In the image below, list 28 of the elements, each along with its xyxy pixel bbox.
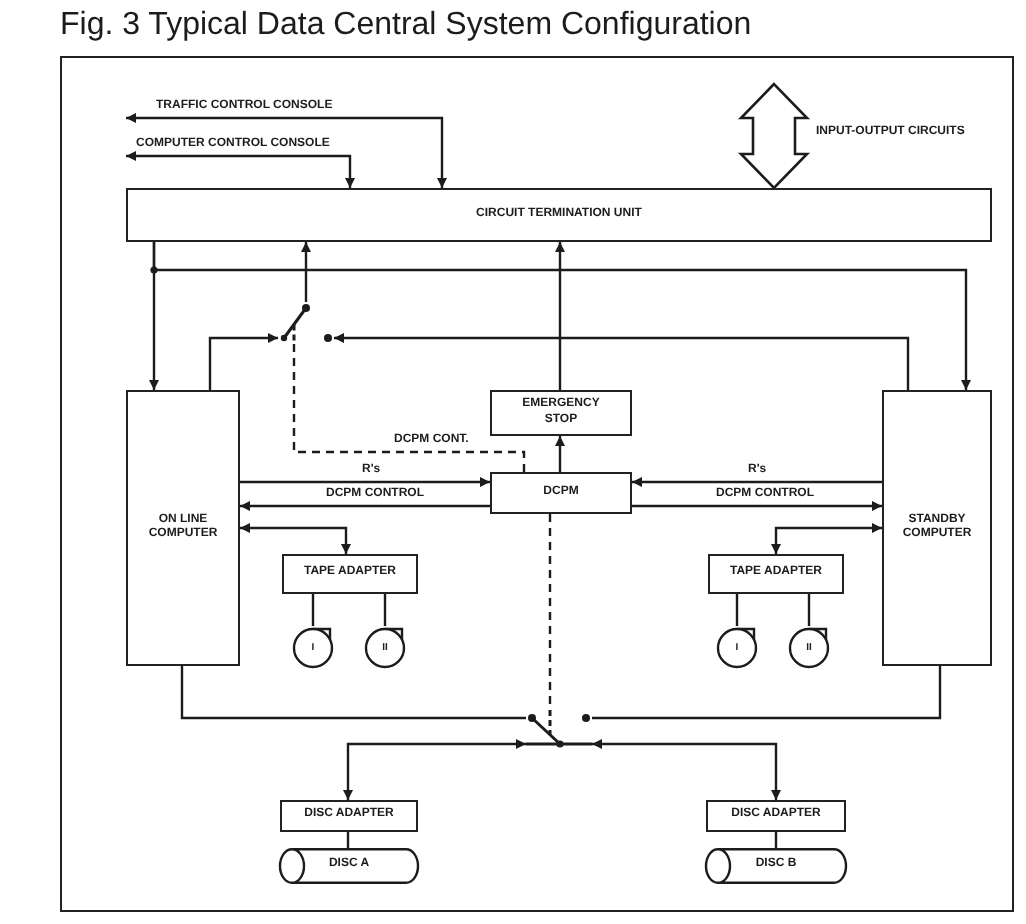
connector-line: [311, 594, 315, 626]
arrow: [240, 501, 490, 511]
arrow: [208, 333, 278, 390]
arrow: [555, 436, 565, 472]
arrow: [592, 739, 781, 800]
arrow: [240, 523, 351, 554]
arrow: [126, 113, 447, 188]
arrow: [343, 739, 526, 800]
arrow: [632, 477, 882, 487]
connector-line: [592, 666, 942, 720]
double-arrow: [737, 82, 811, 190]
dashed-control-line: [548, 514, 552, 710]
arrow: [771, 523, 882, 554]
dashed-control-line: [292, 344, 526, 472]
switch-symbol: [526, 710, 592, 750]
connector-line: [735, 594, 739, 626]
arrow: [240, 477, 490, 487]
connector-line: [180, 666, 526, 720]
arrow: [334, 333, 910, 390]
switch-symbol: [278, 302, 334, 344]
arrow: [126, 151, 355, 188]
arrow: [555, 242, 565, 390]
connector-line: [807, 594, 811, 626]
connector-line: [383, 594, 387, 626]
arrow: [632, 501, 882, 511]
figure-title: Fig. 3 Typical Data Central System Configuration: [60, 6, 752, 44]
arrow: [301, 242, 311, 302]
arrow: [152, 242, 971, 390]
